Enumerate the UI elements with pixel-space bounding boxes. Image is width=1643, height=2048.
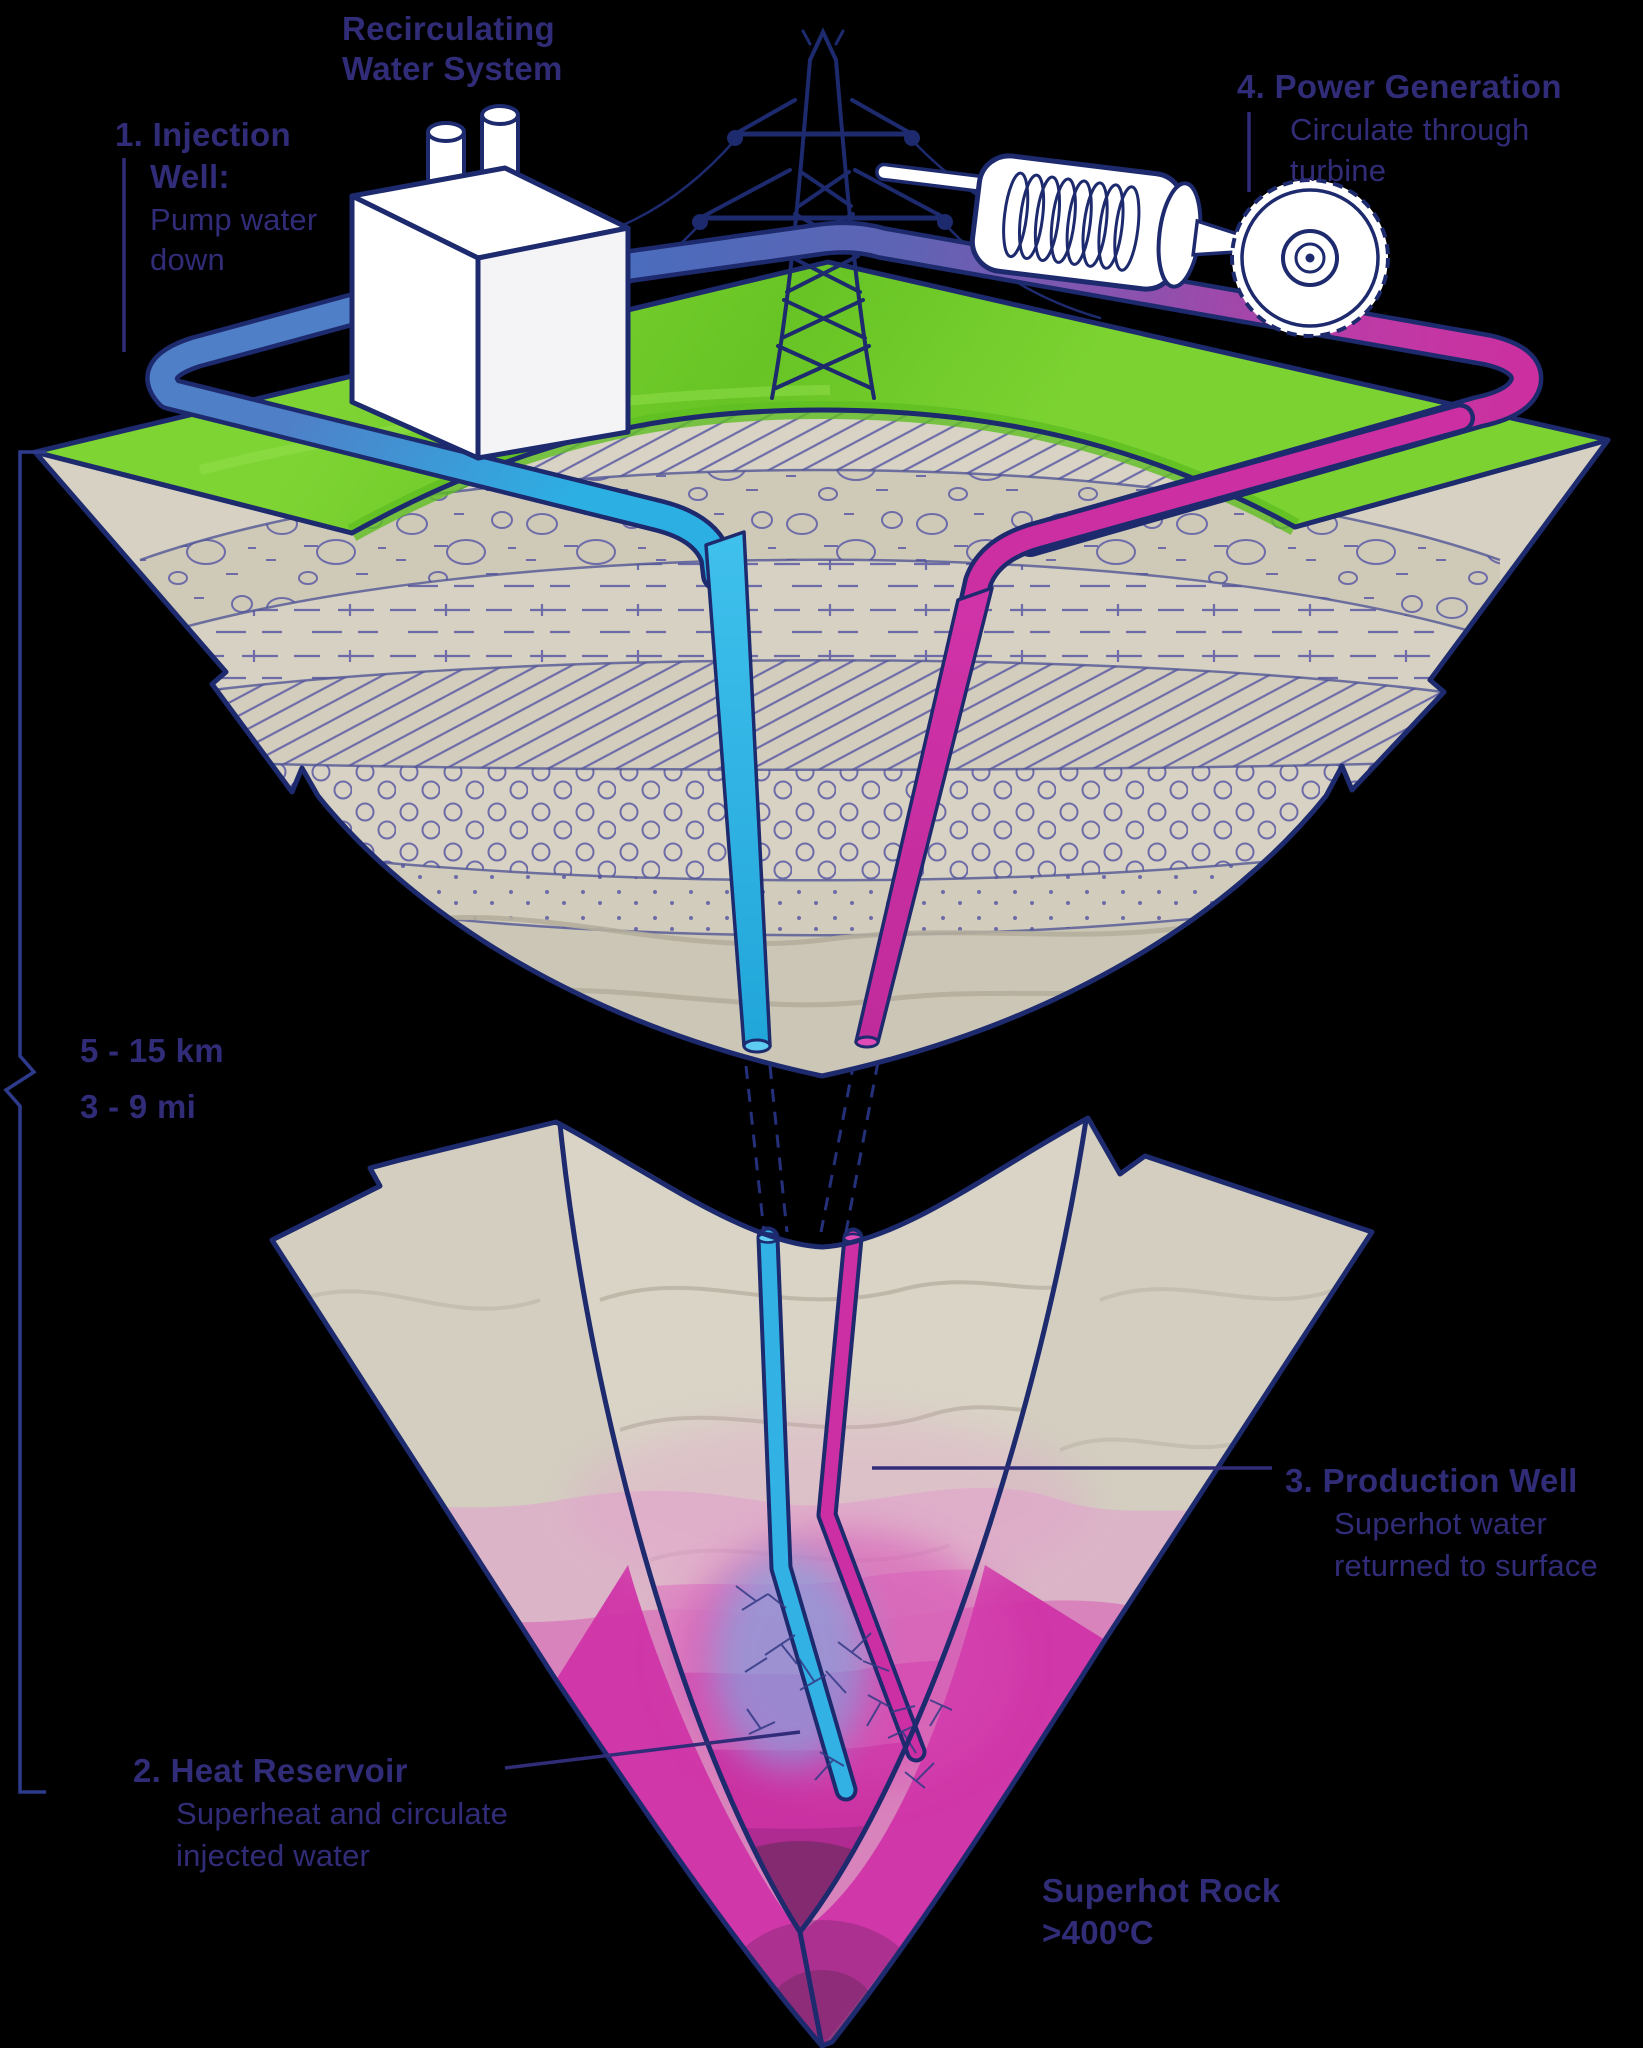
label-depth-scale: 5 - 15 km 3 - 9 mi xyxy=(80,1032,224,1125)
fracture-network xyxy=(735,1585,953,1789)
well-continuation-dashes xyxy=(744,1061,880,1233)
label-production-well: 3. Production Well Superhot water return… xyxy=(872,1462,1598,1583)
svg-text:injected water: injected water xyxy=(176,1838,370,1873)
depth-bracket xyxy=(3,450,46,1794)
recirculation-pipe xyxy=(613,220,1544,557)
heat-reservoir xyxy=(272,1415,1372,2046)
heat-reservoir-connector-line xyxy=(504,1730,801,1770)
svg-text:Well:: Well: xyxy=(150,158,230,195)
label-heat-reservoir: 2. Heat Reservoir Superheat and circulat… xyxy=(133,1730,801,1873)
label-power-generation: 4. Power Generation Circulate through tu… xyxy=(1237,68,1562,192)
label-superhot-rock: Superhot Rock >400ºC xyxy=(1042,1872,1281,1951)
svg-text:Superhot Rock: Superhot Rock xyxy=(1042,1872,1281,1909)
gear-icon xyxy=(1230,178,1390,338)
power-plant-box xyxy=(349,104,631,461)
label-recirculating-water-system: Recirculating Water System xyxy=(342,10,563,87)
recirc-line1: Recirculating xyxy=(342,10,555,47)
turbine-icon xyxy=(875,153,1272,292)
svg-text:4. Power Generation: 4. Power Generation xyxy=(1237,68,1562,105)
svg-text:down: down xyxy=(150,242,225,277)
svg-text:turbine: turbine xyxy=(1290,153,1386,188)
svg-text:returned to surface: returned to surface xyxy=(1334,1548,1598,1583)
label-injection-well: 1. Injection Well: Pump water down xyxy=(115,116,317,352)
svg-text:Circulate through: Circulate through xyxy=(1290,112,1529,147)
production-pipe-surface xyxy=(959,403,1475,615)
injection-well-column xyxy=(704,530,772,1054)
svg-text:3 - 9 mi: 3 - 9 mi xyxy=(80,1088,196,1125)
svg-text:>400ºC: >400ºC xyxy=(1042,1914,1154,1951)
svg-text:Superhot water: Superhot water xyxy=(1334,1506,1547,1541)
svg-text:Superheat and circulate: Superheat and circulate xyxy=(176,1796,508,1831)
svg-text:1. Injection: 1. Injection xyxy=(115,116,291,153)
svg-text:2. Heat Reservoir: 2. Heat Reservoir xyxy=(133,1752,408,1789)
svg-text:5 - 15 km: 5 - 15 km xyxy=(80,1032,224,1069)
upper-earth-block xyxy=(35,410,1608,1130)
production-well-column xyxy=(854,586,994,1049)
recirc-line2: Water System xyxy=(342,50,563,87)
svg-text:3. Production Well: 3. Production Well xyxy=(1285,1462,1578,1499)
turbine-coil xyxy=(1002,171,1141,272)
svg-text:Pump water: Pump water xyxy=(150,202,317,237)
